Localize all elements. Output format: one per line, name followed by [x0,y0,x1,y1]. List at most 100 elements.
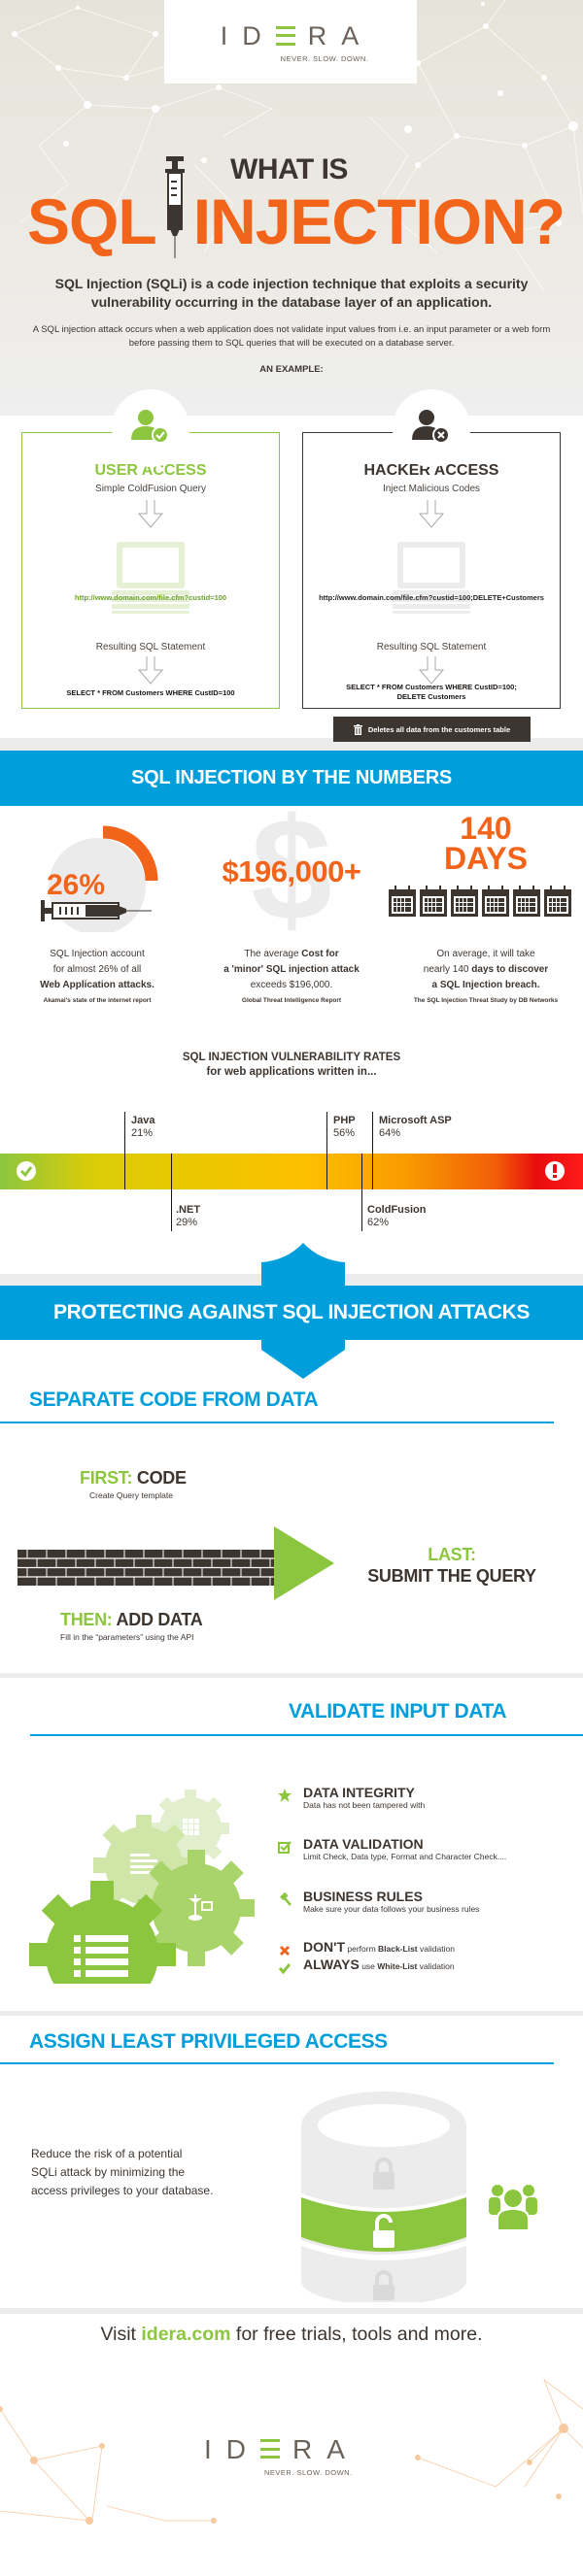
intro-sub: A SQL injection attack occurs when a web… [32,324,551,349]
star-icon [278,1789,292,1802]
protect-banner: PROTECTING AGAINST SQL INJECTION ATTACKS [0,1286,583,1340]
title-rule [0,2062,554,2064]
hacker-access-title: HACKER ACCESS [363,462,499,479]
dont-blacklist: DON'T perform Black-List validation [303,1939,455,1955]
vulnerability-chart: SQL INJECTION VULNERABILITY RATES for we… [0,1029,583,1233]
validate-section: VALIDATE INPUT DATA DATA INTEGRITY Data … [0,1673,583,2052]
page-title: SQL INJECTION? [27,156,566,258]
title-rule [0,1422,554,1423]
chart-title: SQL INJECTION VULNERABILITY RATES for we… [182,1052,401,1078]
arrow-right-icon [274,1526,334,1600]
network-background-icon [12,0,583,292]
divider [0,2011,583,2016]
least-privileged-title: ASSIGN LEAST PRIVILEGED ACCESS [29,2030,388,2053]
marker-php [326,1112,327,1189]
database-lock-icon [301,2091,466,2305]
logo-tagline: NEVER. SLOW. DOWN. [264,2468,353,2477]
hacker-result-label: Resulting SQL Statement [376,642,487,652]
user-access-box: USER ACCESS Simple ColdFusion Query http… [21,389,280,709]
title-rule [30,1734,583,1736]
user-sql: SELECT * FROM Customers WHERE CustID=100 [66,688,235,697]
stat-2-desc: The average Cost for a 'minor' SQL injec… [223,949,360,990]
user-icon-holder [112,389,189,467]
arrow-down-icon [418,656,445,685]
user-url: http://www.domain.com/file.cfm?custid=10… [74,593,227,602]
intro: SQL Injection (SQLi) is a code injection… [29,275,554,375]
intro-lead: SQL Injection (SQLi) is a code injection… [54,276,529,310]
hacker-sql: SELECT * FROM Customers WHERE CustID=100… [346,683,517,701]
stat-3-value: 140 DAYS [444,811,528,876]
step-first-sub: Create Query template [89,1490,173,1500]
svg-text:26%: 26% [47,869,105,901]
gavel-icon [280,1892,292,1906]
marker-java [124,1112,125,1189]
least-privileged-section: ASSIGN LEAST PRIVILEGED ACCESS Reduce th… [0,2011,583,2305]
step-last: LAST: SUBMIT THE QUERY [367,1545,536,1586]
least-privileged-text: Reduce the risk of a potential SQLi atta… [31,2147,214,2197]
visit-cta: Visit idera.com for free trials, tools a… [100,2324,483,2345]
delete-warning-badge: Deletes all data from the customers tabl… [333,717,531,742]
user-x-icon [412,410,450,444]
step-then: THEN: ADD DATA [60,1610,203,1629]
footer: Visit idera.com for free trials, tools a… [0,2302,583,2526]
syringe-icon [160,156,189,258]
users-group-icon [489,2185,537,2230]
logo-tagline: NEVER. SLOW. DOWN. [280,53,369,63]
user-result-label: Resulting SQL Statement [95,642,206,652]
user-access-title: USER ACCESS [94,462,207,479]
stat-2-source: Global Threat Intelligence Report [241,997,342,1004]
gears-icon [29,1790,255,1984]
header-logo: I D R A NEVER. SLOW. DOWN. [164,0,417,84]
idera-wordmark: I D R A [204,2434,347,2464]
marker-net [171,1154,172,1231]
x-icon [279,1945,291,1957]
vulnerability-gradient-bar [0,1154,583,1189]
stat-2-value: $196,000+ [222,854,361,888]
marker-asp [372,1112,373,1189]
numbers-banner: SQL INJECTION BY THE NUMBERS [0,751,583,824]
brick-wall-icon [17,1550,280,1586]
marker-coldfusion [361,1154,362,1231]
hero-section: I D R A NEVER. SLOW. DOWN. WHAT IS SQL [0,0,583,416]
validate-title: VALIDATE INPUT DATA [289,1700,507,1723]
example-section: USER ACCESS Simple ColdFusion Query http… [0,389,583,742]
check-icon [279,1963,291,1974]
network-background-icon [0,2378,583,2525]
numbers-section: 26% SQL Injection account for almost 26%… [0,796,583,1029]
hacker-access-subtitle: Inject Malicious Codes [382,484,481,494]
step-then-sub: Fill in the “parameters” using the API [60,1632,194,1642]
stat-1-source: Akamai's state of the internet report [43,997,152,1004]
protect-section: PROTECTING AGAINST SQL INJECTION ATTACKS [0,1233,583,1379]
footer-logo: I D R A NEVER. SLOW. DOWN. [204,2434,353,2477]
logo-e-bars [275,25,295,46]
donut-syringe-icon: 26% [41,825,158,932]
arrow-down-icon [137,500,164,528]
hacker-url: http://www.domain.com/file.cfm?custid=10… [319,593,544,602]
user-access-subtitle: Simple ColdFusion Query [95,484,206,494]
check-circle-icon [17,1161,36,1181]
title-what-is: WHAT IS [230,153,348,185]
laptop-icon [112,542,189,615]
idera-wordmark: I D R A [220,20,361,50]
arrow-down-icon [418,500,445,528]
dollar-sign-icon: $ [251,787,332,951]
divider [0,1673,583,1678]
hacker-access-box: HACKER ACCESS Inject Malicious Codes htt… [302,389,561,709]
trash-icon [353,723,362,735]
step-first: FIRST: CODE [80,1468,187,1488]
stat-1-desc: SQL Injection account for almost 26% of … [40,949,154,990]
checkbox-icon [278,1841,292,1854]
alert-circle-icon [545,1161,565,1181]
calendar-icons [389,886,571,917]
separate-code-title: SEPARATE CODE FROM DATA [29,1388,319,1411]
idera-link[interactable]: idera.com [141,2324,231,2345]
divider [0,2308,583,2314]
stat-3-source: The SQL Injection Threat Study by DB Net… [413,997,559,1004]
always-whitelist: ALWAYS use White-List validation [303,1957,455,1972]
